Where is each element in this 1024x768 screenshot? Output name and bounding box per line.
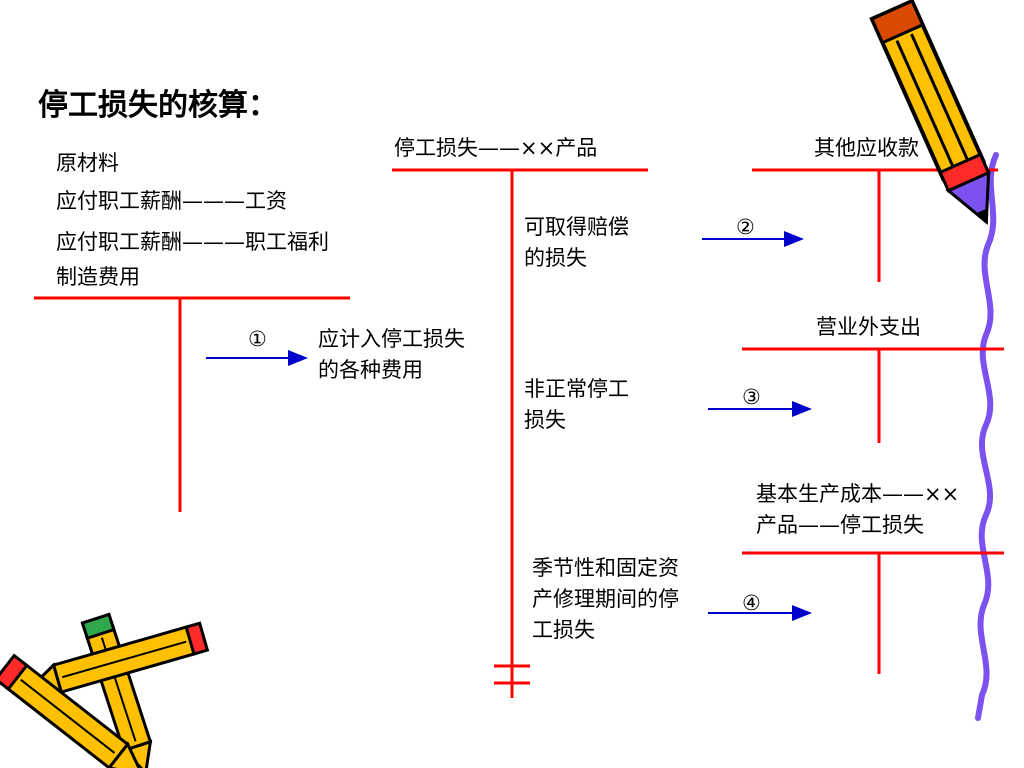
- entry-number-1: ①: [248, 327, 267, 351]
- account-stoppage-loss: 停工损失——××产品: [394, 136, 598, 160]
- account-welfare: 应付职工薪酬———职工福利: [56, 230, 329, 254]
- crossed-pencils-icon: [0, 612, 210, 768]
- t-account-stoppage-loss: [392, 168, 648, 698]
- entry-label-3: 非正常停工 损失: [524, 377, 629, 432]
- account-wages: 应付职工薪酬———工资: [56, 189, 287, 213]
- account-materials: 原材料: [56, 151, 119, 175]
- entry-number-4: ④: [742, 591, 761, 615]
- t-account-source-costs: [34, 296, 350, 512]
- t-account-non-operating: [742, 347, 1004, 443]
- entry-label-2: 可取得赔偿 的损失: [524, 215, 629, 270]
- account-basic-production: 基本生产成本——×× 产品——停工损失: [756, 482, 960, 537]
- decorative-squiggle: [975, 152, 999, 721]
- account-non-operating: 营业外支出: [816, 315, 921, 339]
- account-overhead: 制造费用: [56, 265, 140, 289]
- account-other-receivables: 其他应收款: [814, 136, 919, 160]
- t-account-basic-production: [742, 551, 1004, 674]
- entry-label-4: 季节性和固定资 产修理期间的停 工损失: [532, 556, 679, 642]
- pencil-icon: [869, 0, 991, 226]
- entry-number-2: ②: [736, 215, 755, 239]
- page-title: 停工损失的核算：: [38, 88, 278, 123]
- entry-label-1: 应计入停工损失 的各种费用: [318, 327, 465, 382]
- entry-number-3: ③: [742, 385, 761, 409]
